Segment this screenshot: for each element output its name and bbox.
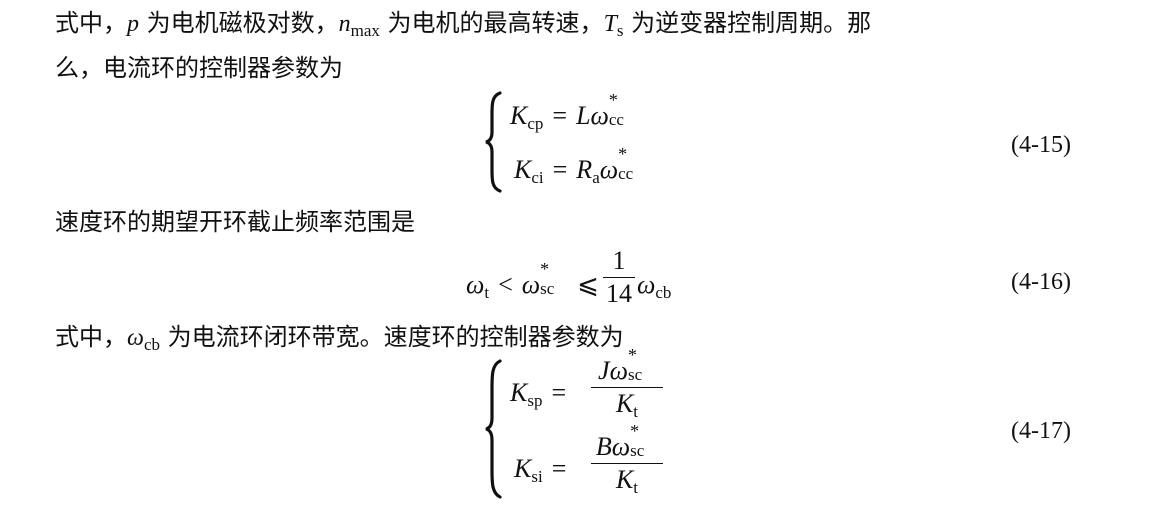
paragraph-1-line-1: 式中，p 为电机磁极对数，nmax 为电机的最高转速，Ts 为逆变器控制周期。那 — [55, 11, 871, 39]
symbol-p: p — [127, 11, 139, 37]
paragraph-1-line-2: 么，电流环的控制器参数为 — [55, 54, 343, 82]
equals-sign: = — [551, 454, 567, 483]
math-subscript: sp — [527, 391, 543, 410]
symbol-n-subscript: max — [350, 21, 380, 40]
math-subscript: sc — [540, 279, 555, 298]
left-brace-icon — [485, 91, 502, 193]
symbol-T-subscript: s — [616, 21, 624, 40]
text-segment: 式中， — [55, 9, 127, 37]
math-subscript: cc — [618, 164, 634, 183]
symbol-T: T — [603, 11, 617, 37]
math-superscript: * — [630, 421, 640, 441]
equals-sign: = — [551, 378, 567, 407]
fraction-numerator: Jω*sc — [591, 346, 663, 387]
math-symbol: K — [510, 101, 528, 130]
math-subscript: sc — [627, 365, 643, 384]
equals-sign: = — [552, 155, 568, 184]
text-segment: 式中， — [55, 323, 127, 351]
math-subscript: sc — [630, 441, 645, 460]
equation-4-17-row-2-lhs: Ksi = — [514, 454, 575, 486]
math-subscript: ci — [531, 168, 544, 187]
math-symbol: ω — [637, 270, 656, 299]
fraction-1-over-14: 1 14 — [603, 248, 635, 307]
left-brace-icon — [485, 359, 502, 499]
math-symbol: ω — [521, 270, 541, 299]
math-subscript: cp — [527, 114, 544, 133]
fraction-bar — [591, 387, 663, 388]
math-subscript: cc — [608, 110, 624, 129]
math-symbol: J — [598, 356, 610, 385]
equation-4-15-row-2: Kci = Raω*cc — [514, 145, 646, 187]
fraction-bar — [591, 463, 663, 464]
math-superscript: * — [618, 144, 628, 164]
math-superscript: * — [540, 259, 550, 279]
fraction-row-2: Bω*sc Kt — [591, 422, 663, 497]
equation-4-16-right: ωcb — [637, 270, 672, 302]
math-symbol: ω — [609, 356, 628, 385]
equation-number-4-17: (4-17) — [1011, 418, 1071, 444]
text-segment: 为逆变器控制周期。那 — [623, 9, 872, 37]
math-symbol: ω — [590, 101, 609, 130]
fraction-row-1: Jω*sc Kt — [591, 346, 663, 421]
math-symbol: K — [514, 454, 532, 483]
equation-4-17-row-1-lhs: Ksp = — [510, 378, 575, 410]
math-symbol: ω — [599, 155, 619, 184]
text-segment: 为电机磁极对数， — [139, 9, 339, 37]
math-symbol: K — [615, 389, 634, 418]
math-subscript: t — [633, 402, 639, 421]
fraction-numerator: Bω*sc — [591, 422, 663, 463]
fraction-denominator: 14 — [606, 279, 632, 308]
math-subscript: cb — [655, 283, 672, 302]
fraction-bar — [603, 277, 635, 278]
fraction-denominator: Kt — [591, 388, 663, 421]
math-symbol: K — [510, 378, 528, 407]
less-equal-sign: ⩽ — [577, 270, 599, 299]
fraction-denominator: Kt — [591, 464, 663, 497]
equation-4-15-row-1: Kcp = Lω*cc — [510, 91, 637, 133]
paragraph-3: 式中，ωcb 为电流环闭环带宽。速度环的控制器参数为 — [55, 325, 624, 353]
paragraph-2: 速度环的期望开环截止频率范围是 — [55, 208, 415, 236]
math-symbol: K — [514, 155, 532, 184]
math-superscript: * — [608, 90, 618, 110]
symbol-omega-subscript: cb — [143, 335, 160, 354]
symbol-n: n — [338, 11, 351, 37]
math-symbol: K — [615, 465, 634, 494]
equation-number-4-16: (4-16) — [1011, 269, 1071, 295]
math-subscript: si — [531, 467, 543, 486]
math-superscript: * — [627, 345, 637, 365]
symbol-omega: ω — [127, 325, 144, 351]
equation-4-16-left: ωt<ω*sc⩽ — [466, 260, 608, 302]
less-than-sign: < — [498, 270, 513, 299]
math-subscript: t — [484, 283, 490, 302]
fraction-numerator: 1 — [612, 246, 626, 275]
math-symbol: L — [576, 101, 591, 130]
math-subscript: a — [592, 168, 600, 187]
text-segment: 为电机的最高转速， — [379, 9, 604, 37]
math-symbol: ω — [466, 270, 485, 299]
equation-number-4-15: (4-15) — [1011, 132, 1071, 158]
math-symbol: ω — [611, 432, 631, 461]
text-segment: 为电流环闭环带宽。速度环的控制器参数为 — [160, 323, 624, 351]
math-subscript: t — [633, 478, 639, 497]
math-symbol: R — [576, 155, 593, 184]
math-symbol: B — [595, 432, 612, 461]
equals-sign: = — [552, 101, 568, 130]
